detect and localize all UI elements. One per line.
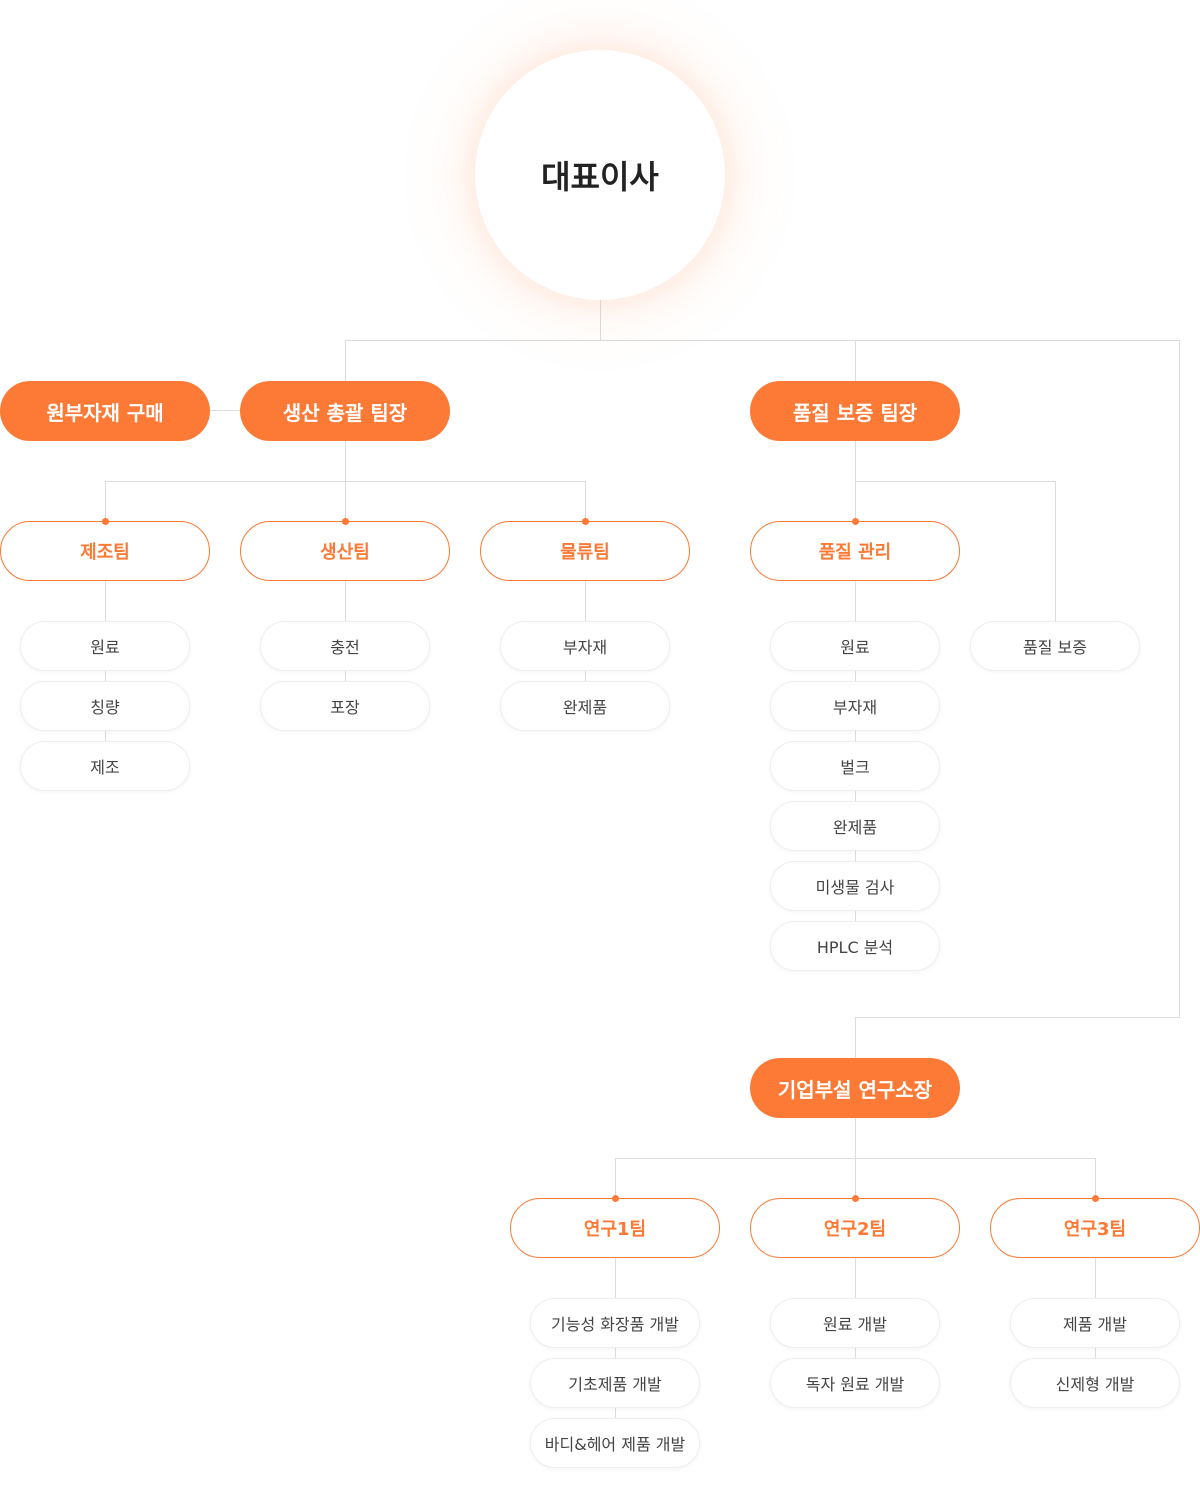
task-item: 기초제품 개발 [530,1358,700,1408]
team-research-2: 연구2팀 [750,1198,960,1258]
task-item: 원료 [20,621,190,671]
ceo-node: 대표이사 [475,50,725,300]
task-item: 신제형 개발 [1010,1358,1180,1408]
team-manufacturing: 제조팀 [0,521,210,581]
task-item: 원료 개발 [770,1298,940,1348]
task-item: 포장 [260,681,430,731]
team-quality-management: 품질 관리 [750,521,960,581]
connector-dot [612,1195,619,1202]
connector-dot [582,518,589,525]
task-item: 미생물 검사 [770,861,940,911]
task-item: 부자재 [770,681,940,731]
task-item: 제품 개발 [1010,1298,1180,1348]
research-head-node: 기업부설 연구소장 [750,1058,960,1118]
task-item: 완제품 [770,801,940,851]
connector-dot [852,1195,859,1202]
team-research-3: 연구3팀 [990,1198,1200,1258]
task-item: HPLC 분석 [770,921,940,971]
connector-dot [342,518,349,525]
task-item: 부자재 [500,621,670,671]
connector-dot [102,518,109,525]
team-production: 생산팀 [240,521,450,581]
task-item: 바디&헤어 제품 개발 [530,1418,700,1468]
task-item: 충전 [260,621,430,671]
purchasing-head-node: 원부자재 구매 [0,381,210,441]
team-research-1: 연구1팀 [510,1198,720,1258]
task-item: 벌크 [770,741,940,791]
task-item: 독자 원료 개발 [770,1358,940,1408]
production-head-node: 생산 총괄 팀장 [240,381,450,441]
task-item: 기능성 화장품 개발 [530,1298,700,1348]
task-quality-assurance: 품질 보증 [970,621,1140,671]
connector-dot [1092,1195,1099,1202]
task-item: 원료 [770,621,940,671]
task-item: 완제품 [500,681,670,731]
team-logistics: 물류팀 [480,521,690,581]
connector-dot [852,518,859,525]
quality-head-node: 품질 보증 팀장 [750,381,960,441]
task-item: 칭량 [20,681,190,731]
task-item: 제조 [20,741,190,791]
